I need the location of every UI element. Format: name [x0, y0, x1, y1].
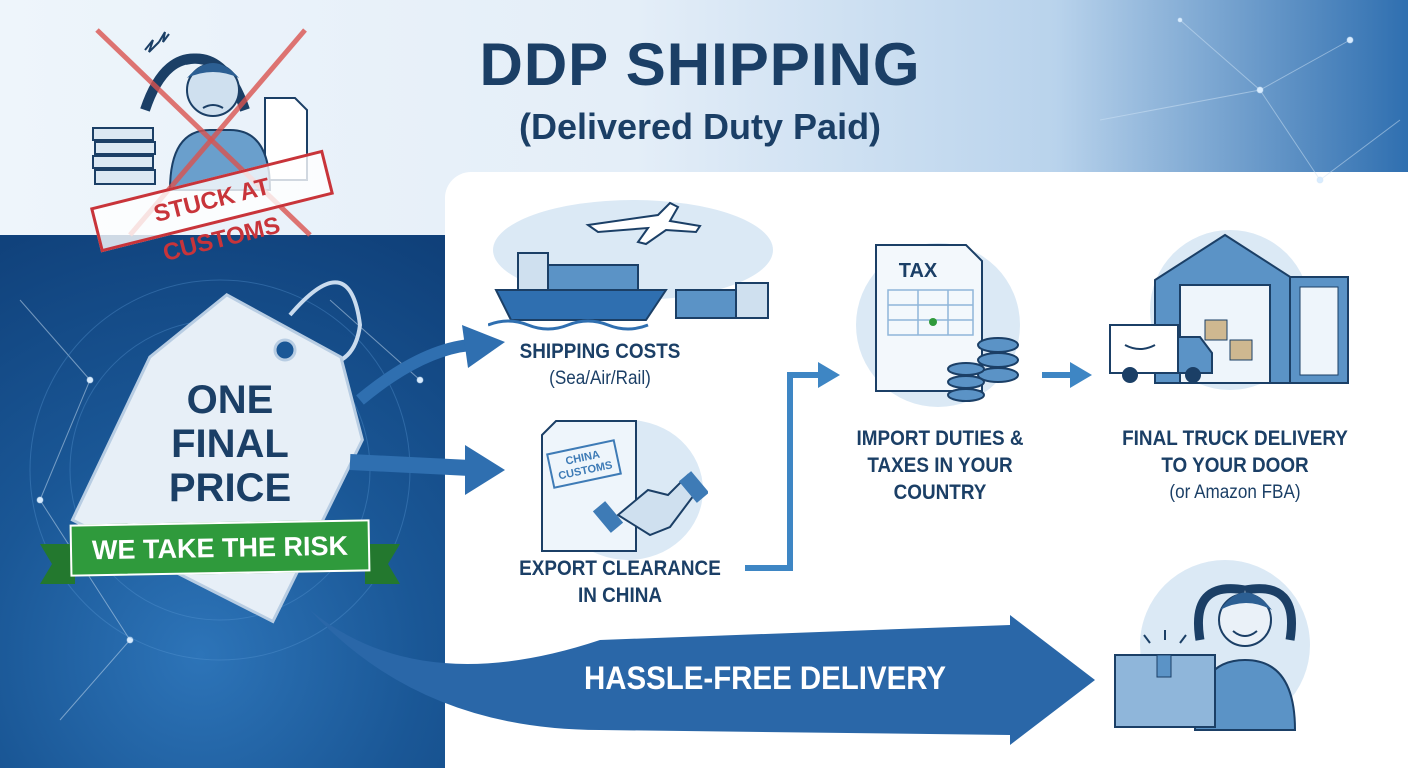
ship-plane-train-icon	[488, 200, 773, 331]
arrow-to-export	[349, 454, 471, 476]
step-title: SHIPPING COSTS	[519, 340, 681, 363]
page-title: DDP SHIPPING	[479, 31, 921, 98]
hassle-free-label: HASSLE-FREE DELIVERY	[583, 660, 947, 696]
ribbon-tails	[40, 544, 400, 584]
arrow-to-import	[745, 372, 820, 571]
page-subtitle: (Delivered Duty Paid)	[518, 106, 882, 147]
customs-document-handshake-icon: CHINA CUSTOMS	[541, 420, 708, 560]
step-title-line: TAXES IN YOUR	[867, 454, 1013, 477]
price-line-3: PRICE	[168, 466, 292, 510]
step-title-line: TO YOUR DOOR	[1161, 454, 1309, 477]
step-shipping-costs: SHIPPING COSTS (Sea/Air/Rail)	[510, 338, 690, 392]
step-title-line: FINAL TRUCK DELIVERY	[1122, 427, 1348, 450]
hassle-free-arrow	[310, 610, 1095, 745]
step-title-line: IMPORT DUTIES &	[856, 427, 1024, 450]
relaxed-man-with-package-icon	[1114, 560, 1310, 731]
step-subtitle: (Sea/Air/Rail)	[549, 368, 651, 389]
price-line-1: ONE	[186, 378, 274, 422]
price-line-2: FINAL	[171, 422, 289, 466]
step-import-duties: IMPORT DUTIES & TAXES IN YOUR COUNTRY	[832, 425, 1048, 506]
tax-document-coins-icon: TAX	[856, 243, 1020, 407]
step-export-clearance: EXPORT CLEARANCE IN CHINA	[508, 555, 733, 609]
stressed-man-crossed-out-icon	[92, 28, 312, 237]
step-final-delivery: FINAL TRUCK DELIVERY TO YOUR DOOR (or Am…	[1114, 425, 1357, 506]
truck-warehouse-icon	[1109, 230, 1349, 390]
arrow-to-shipping	[356, 339, 471, 405]
tax-label: TAX	[899, 260, 938, 282]
step-title-line: COUNTRY	[893, 481, 987, 504]
step-title-line: EXPORT CLEARANCE	[519, 557, 721, 580]
step-subtitle: (or Amazon FBA)	[1169, 482, 1301, 503]
step-title-line: IN CHINA	[577, 584, 663, 607]
price-tag-text: ONE FINAL PRICE	[120, 378, 340, 510]
